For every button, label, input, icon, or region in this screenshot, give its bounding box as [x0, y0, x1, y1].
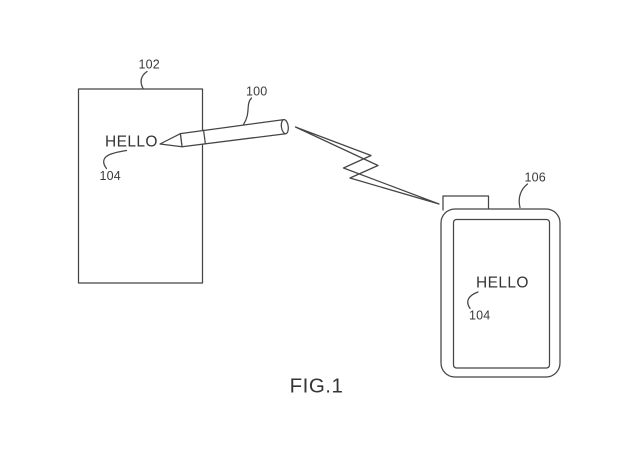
- leader-line-100: [242, 97, 253, 126]
- figure-caption: FIG.1: [290, 375, 344, 398]
- lightning-bolt-icon: [294, 126, 440, 205]
- pen-end-cap: [280, 118, 289, 135]
- ref-label-paper: 102: [139, 58, 160, 72]
- device-screen-text: HELLO: [476, 275, 529, 292]
- ref-label-device-text: 104: [469, 309, 490, 323]
- pen-grip-joint: [202, 129, 206, 145]
- ref-label-handwriting: 104: [100, 169, 121, 183]
- pen-tip: [159, 133, 183, 148]
- ref-label-device: 106: [525, 171, 546, 185]
- handwritten-text: HELLO: [105, 134, 158, 151]
- smart-pen: [159, 118, 289, 148]
- device-antenna-tab: [442, 195, 490, 211]
- leader-line-104-paper: [103, 149, 128, 170]
- ref-label-pen: 100: [246, 85, 267, 99]
- paper-sheet: [77, 88, 204, 284]
- device-screen: [452, 218, 551, 369]
- leader-line-104-device: [467, 291, 479, 310]
- leader-line-102: [140, 70, 148, 90]
- leader-line-106: [518, 183, 529, 209]
